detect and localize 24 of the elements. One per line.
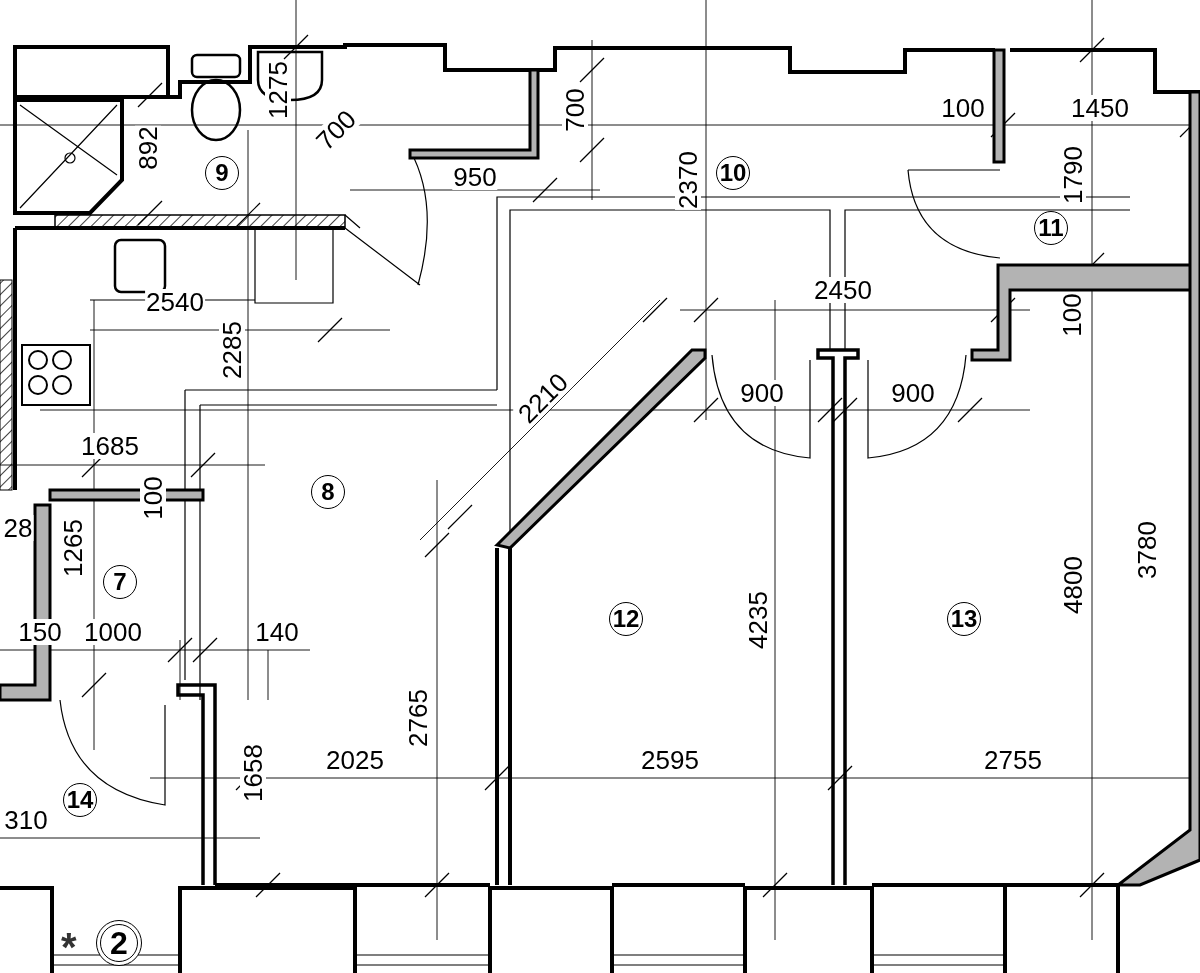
dimension-text: 2370 — [675, 150, 701, 210]
dimension-text: 150 — [17, 619, 63, 645]
room-number: 10 — [719, 161, 747, 185]
dimension-text: 700 — [562, 87, 588, 133]
room-number: 2 — [110, 927, 128, 959]
dimension-text: 892 — [135, 125, 161, 171]
dimension-text: 1450 — [1070, 95, 1130, 121]
room-number: 12 — [612, 607, 640, 631]
dimension-text: 1000 — [83, 619, 143, 645]
dimension-text: 1275 — [265, 60, 291, 120]
room-number: 14 — [66, 788, 94, 812]
asterisk-mark: * — [61, 927, 77, 967]
dimension-text: 100 — [140, 475, 166, 521]
dimension-text: 1685 — [80, 433, 140, 459]
dimension-text: 2285 — [219, 320, 245, 380]
dimension-text: 1790 — [1060, 145, 1086, 205]
room-number: 9 — [215, 161, 229, 185]
room-number: 11 — [1038, 216, 1064, 240]
room-number: 7 — [113, 570, 127, 594]
dimension-text: 900 — [739, 380, 785, 406]
room-number: 13 — [950, 607, 978, 631]
dimension-text: 1658 — [240, 743, 266, 803]
dimension-text: 2450 — [813, 277, 873, 303]
room-number: 8 — [321, 480, 335, 504]
